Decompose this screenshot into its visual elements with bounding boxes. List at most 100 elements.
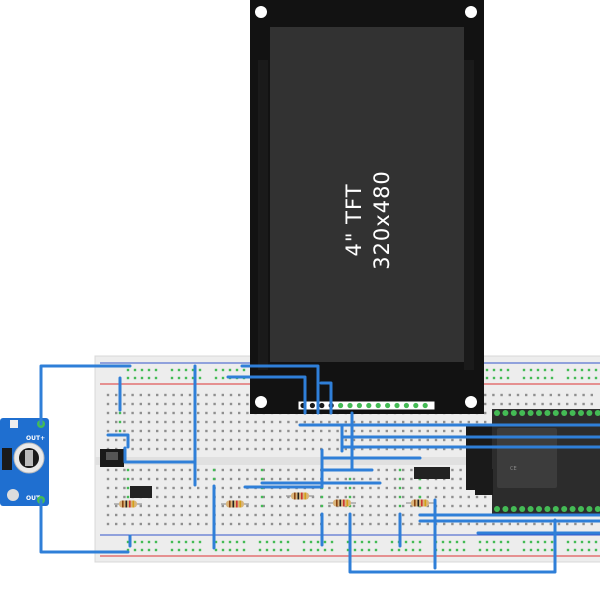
breadboard-hole [164,393,167,397]
breadboard-hole [374,540,378,544]
esp32-pin [527,506,534,512]
breadboard-hole [451,477,454,481]
esp32-pin [502,410,509,416]
breadboard-hole [557,402,561,406]
breadboard-hole [522,376,526,380]
breadboard-hole [499,540,503,544]
breadboard-hole [164,402,167,406]
breadboard-hole [566,548,570,552]
breadboard-hole [139,447,142,451]
breadboard-hole [287,504,290,508]
breadboard-hole [328,513,331,517]
tft-pin [403,402,409,409]
breadboard-hole [574,522,577,526]
breadboard-hole [336,438,339,442]
breadboard-hole [270,429,274,433]
breadboard-hole [279,504,282,508]
tft-pin [413,402,419,409]
breadboard-hole [360,540,364,544]
breadboard-hole [525,402,528,406]
breadboard-hole [228,540,232,544]
breadboard-hole [499,376,503,380]
breadboard-hole [214,540,218,544]
breadboard-hole [467,420,470,424]
breadboard-hole [123,513,126,517]
breadboard-hole [139,429,142,433]
breadboard-hole [385,477,388,481]
breadboard-hole [352,513,356,517]
breadboard-hole [385,522,388,526]
breadboard-hole [156,393,159,397]
breadboard-hole [302,540,306,544]
breadboard-hole [311,420,315,424]
breadboard-hole [106,438,110,442]
resistor-icon [114,500,142,508]
breadboard-hole [197,486,200,490]
breadboard-hole [410,438,413,442]
esp32-pin [494,410,500,416]
breadboard-hole [140,540,144,544]
breadboard-hole [180,429,183,433]
breadboard-hole [287,477,290,481]
breadboard-hole [475,504,479,508]
resistor-icon [328,499,356,507]
breadboard-hole [242,368,246,372]
breadboard-hole [197,393,200,397]
breadboard-hole [295,438,298,442]
breadboard-hole [500,522,503,526]
breadboard-hole [147,393,151,397]
esp32-pin [544,506,551,512]
breadboard-hole [246,393,249,397]
esp32-pin [561,410,568,416]
breadboard-hole [156,522,159,526]
breadboard-hole [402,522,405,526]
breadboard-hole [590,402,593,406]
breadboard-hole [352,429,356,433]
breadboard-hole [115,402,118,406]
breadboard-hole [156,495,159,499]
breadboard-hole [529,548,533,552]
breadboard-hole [311,447,315,451]
breadboard-hole [242,540,246,544]
breadboard-hole [330,540,334,544]
breadboard-hole [106,522,110,526]
breadboard-hole [238,486,241,490]
breadboard-hole [147,438,151,442]
breadboard-hole [238,438,241,442]
breadboard-hole [198,540,202,544]
breadboard-hole [451,447,454,451]
wires [39,364,600,574]
breadboard-hole [172,522,175,526]
breadboard-hole [303,522,306,526]
breadboard-hole [320,504,324,508]
breadboard-hole [156,513,159,517]
breadboard-hole [361,477,364,481]
breadboard-hole [485,540,489,544]
breadboard-hole [140,548,144,552]
breadboard-hole [385,513,388,517]
breadboard-hole [126,495,130,499]
breadboard-hole [180,522,183,526]
breadboard-hole [533,522,536,526]
breadboard-hole [367,548,371,552]
breadboard-hole [385,438,388,442]
breadboard-hole [197,477,200,481]
breadboard-hole [270,513,274,517]
breadboard-hole [254,522,257,526]
breadboard-hole [303,504,306,508]
breadboard-hole [418,420,421,424]
breadboard-hole [188,513,192,517]
resistor-icon [406,499,434,507]
breadboard-hole [492,402,495,406]
breadboard-hole [123,522,126,526]
breadboard-hole [188,522,192,526]
breadboard-hole [197,522,200,526]
breadboard-hole [229,513,233,517]
breadboard-hole [499,548,503,552]
breadboard-hole [156,447,159,451]
breadboard-hole [106,495,110,499]
breadboard-hole [402,477,405,481]
breadboard-hole [303,429,306,433]
breadboard-hole [336,522,339,526]
breadboard-hole [336,513,339,517]
